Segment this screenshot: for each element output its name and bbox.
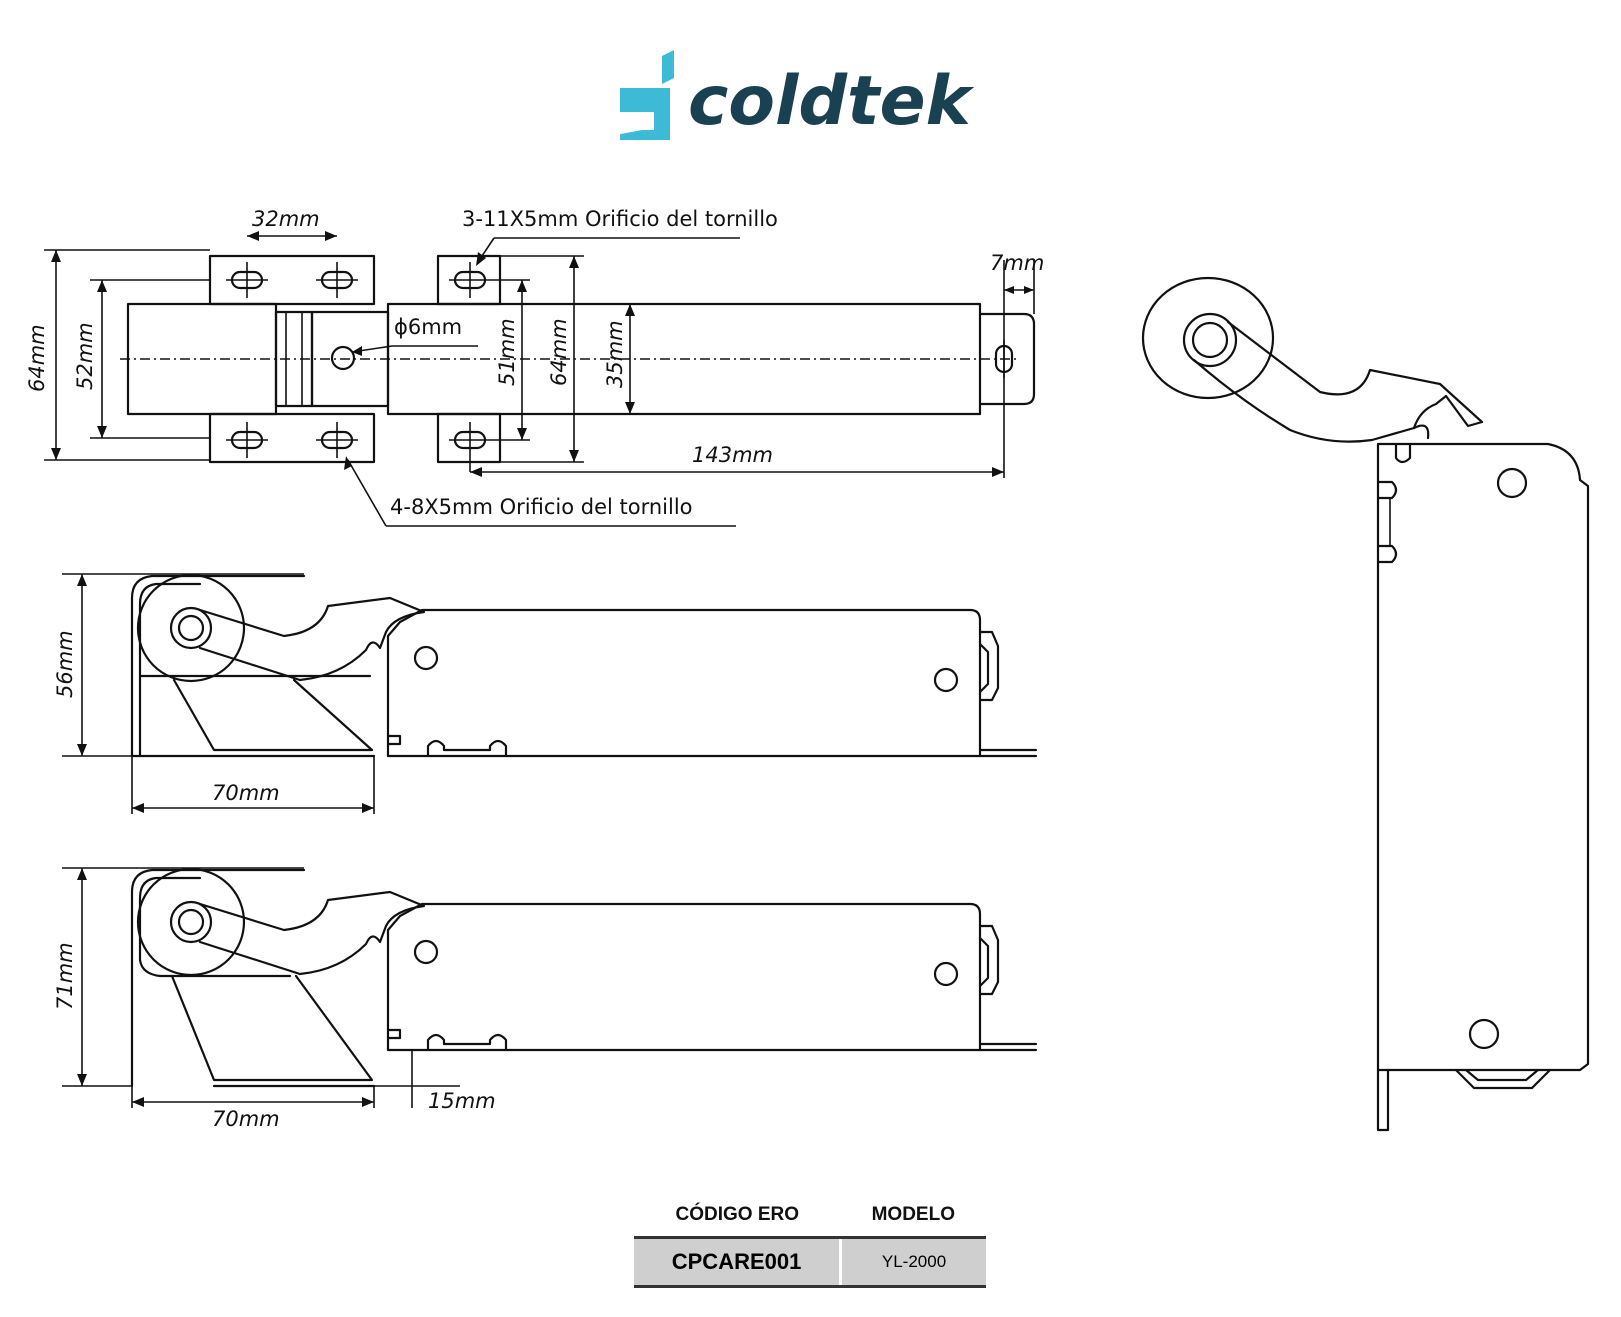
product-code-table: CÓDIGO ERO MODELO CPCARE001 YL-2000 <box>634 1200 986 1288</box>
dim-51mm: 51mm <box>495 318 519 386</box>
dim-phi-6mm: ϕ6mm <box>394 315 462 339</box>
dim-7mm: 7mm <box>990 251 1044 275</box>
dim-70mm-side1: 70mm <box>212 781 280 805</box>
dim-52mm: 52mm <box>73 322 97 390</box>
dim-35mm: 35mm <box>603 320 627 388</box>
top-view: 32mm 3-11X5mm Orificio del tornillo 7mm … <box>25 207 1044 527</box>
header-code: CÓDIGO ERO <box>634 1200 841 1239</box>
dim-64mm-mid: 64mm <box>547 318 571 386</box>
slot-holes-left <box>226 262 358 458</box>
product-model: YL-2000 <box>840 1237 986 1288</box>
header-model: MODELO <box>840 1200 986 1239</box>
dim-64mm-left: 64mm <box>25 324 49 392</box>
coldtek-logo-mark-icon <box>620 50 674 140</box>
brand-name: coldtek <box>688 62 975 141</box>
product-code: CPCARE001 <box>634 1237 843 1288</box>
coldtek-logo: coldtek <box>620 50 975 141</box>
side-view-closed: 56mm 70mm <box>53 573 1038 814</box>
hole-note-top: 3-11X5mm Orificio del tornillo <box>462 207 778 231</box>
dim-143mm: 143mm <box>692 443 773 467</box>
side-view-open: 71mm 70mm 15mm <box>53 867 1038 1131</box>
dim-15mm: 15mm <box>428 1089 496 1113</box>
dim-56mm: 56mm <box>53 630 77 698</box>
table-row: CPCARE001 YL-2000 <box>634 1237 986 1288</box>
hole-note-bottom: 4-8X5mm Orificio del tornillo <box>390 495 693 519</box>
dim-70mm-side2: 70mm <box>212 1107 280 1131</box>
dim-71mm: 71mm <box>53 942 77 1010</box>
end-view <box>1141 276 1590 1132</box>
dim-32mm: 32mm <box>252 207 320 231</box>
